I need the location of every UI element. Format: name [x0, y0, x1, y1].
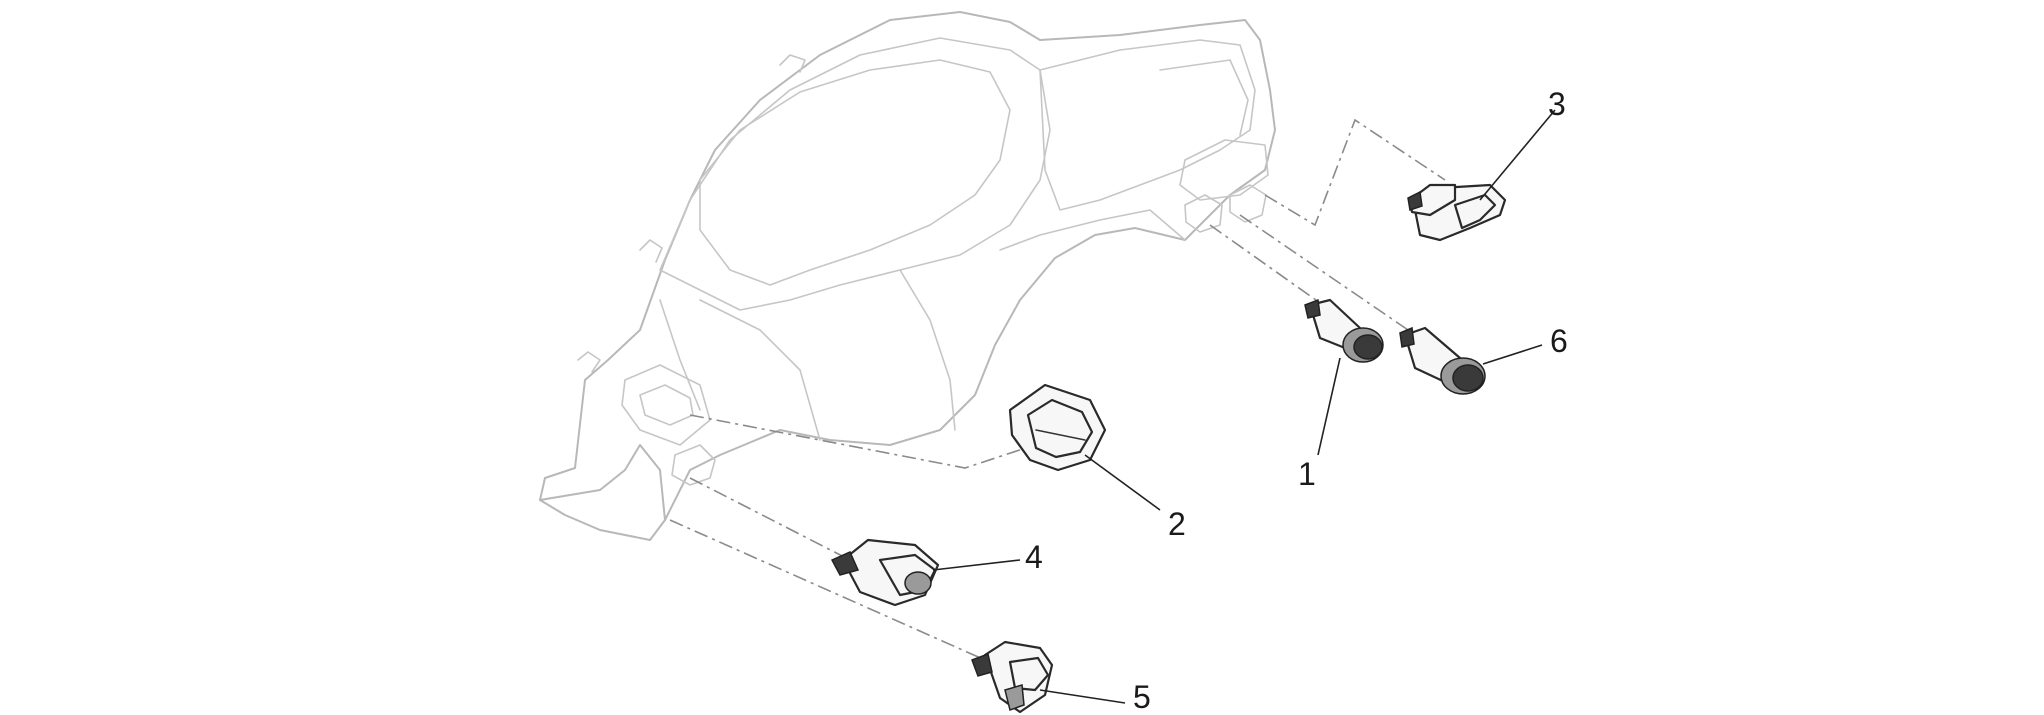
part-1-button [1304, 298, 1384, 363]
callout-5: 5 [1133, 679, 1151, 715]
part-3-switch [1407, 183, 1507, 242]
callout-1: 1 [1298, 456, 1316, 492]
part-6-button [1399, 326, 1486, 395]
callout-6: 6 [1550, 323, 1568, 359]
leader-lines [932, 109, 1556, 704]
part-5-switch [971, 640, 1054, 714]
part-4-switch [830, 538, 940, 607]
handlebar-cover-housing [539, 11, 1276, 541]
callout-4: 4 [1025, 539, 1043, 575]
callout-labels: 1 2 3 4 5 6 [1025, 86, 1568, 715]
callout-3: 3 [1548, 86, 1566, 122]
part-2-switch [1008, 383, 1107, 472]
callout-2: 2 [1168, 506, 1186, 542]
assembly-guide-lines [669, 118, 1446, 661]
